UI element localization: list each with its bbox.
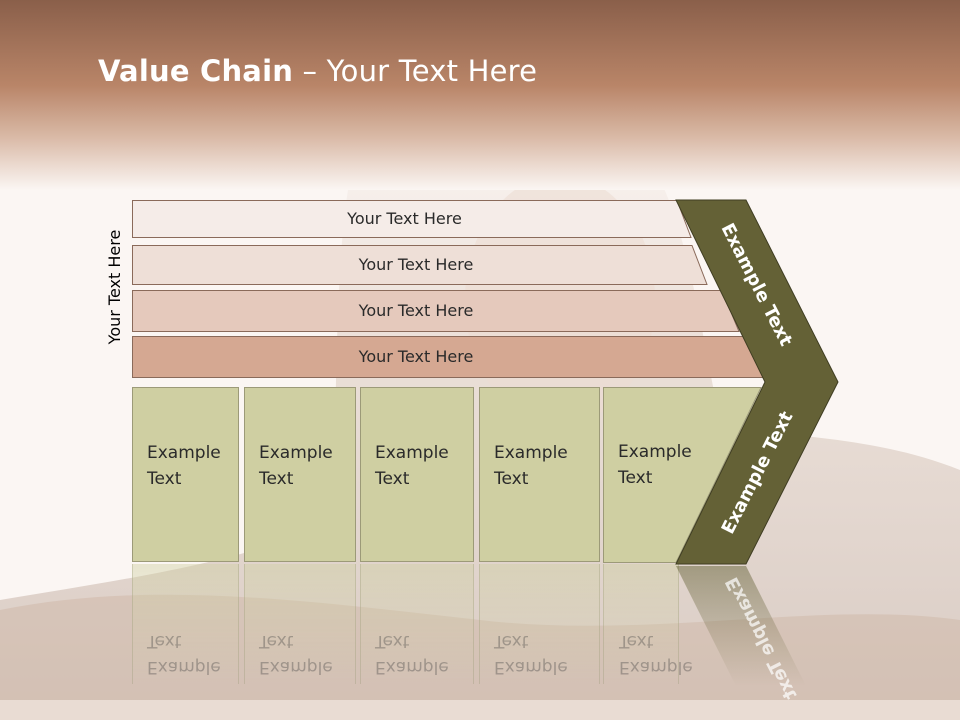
support-bar-2-label: Your Text Here [358,255,474,274]
support-bar-4: Your Text Here [132,336,764,378]
reflection-1-line2: Text [147,631,182,651]
support-bar-2: Your Text Here [132,245,708,285]
activity-box-1-reflection: Example Text [132,564,239,684]
activity-box-2-line1: Example [259,443,333,463]
activity-box-4-reflection: Example Text [479,564,600,684]
activity-box-3-line1: Example [375,443,449,463]
activity-box-1-line2: Text [147,469,182,489]
side-label: Your Text Here [105,229,124,345]
reflection-1-line1: Example [147,657,221,677]
support-bar-3-label: Your Text Here [358,301,474,320]
margin-chevron [675,199,839,686]
activity-box-5 [603,387,762,563]
reflection-4-line1: Example [494,657,568,677]
activity-box-3-reflection: Example Text [360,564,474,684]
reflection-3-line2: Text [375,631,410,651]
title-rest: – Your Text Here [293,54,538,88]
reflection-3-line1: Example [375,657,449,677]
activity-box-2-line2: Text [259,469,294,489]
activity-box-4-line2: Text [494,469,529,489]
activity-box-5-line2: Text [618,468,653,488]
activity-box-2-reflection: Example Text [244,564,356,684]
reflection-4-line2: Text [494,631,529,651]
activity-box-4-line1: Example [494,443,568,463]
support-bar-1: Your Text Here [132,200,692,238]
activity-box-3-line2: Text [375,469,410,489]
support-bar-3: Your Text Here [132,290,740,332]
activity-box-1-line1: Example [147,443,221,463]
reflection-2-line2: Text [259,631,294,651]
support-bar-4-label: Your Text Here [358,347,474,366]
page-title: Value Chain – Your Text Here [98,54,537,88]
title-bold: Value Chain [98,54,294,88]
reflection-2-line1: Example [259,657,333,677]
activity-box-5-line1: Example [618,442,692,462]
support-bar-1-label: Your Text Here [347,209,462,228]
reflection-5-line2: Text [619,631,654,651]
